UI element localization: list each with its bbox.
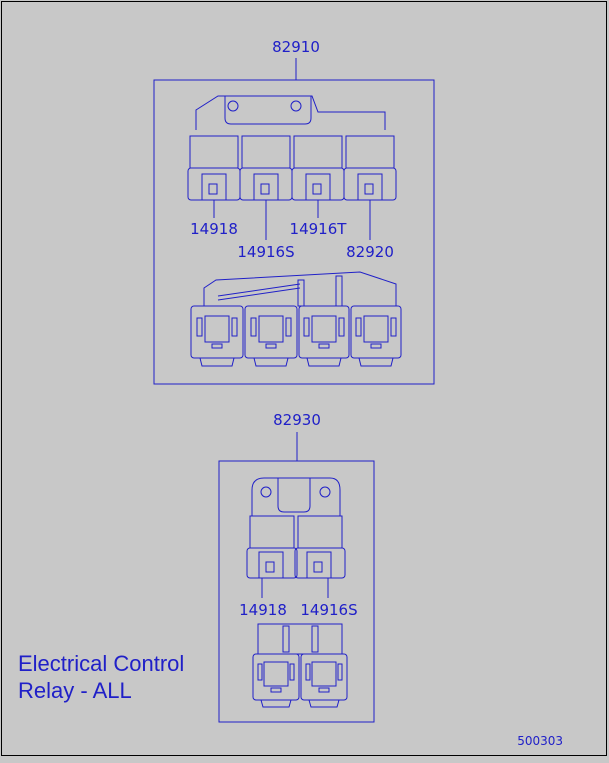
upper-relay-2 [239,135,293,201]
lower-socket-bracket [257,623,343,655]
upper-socket-3 [298,305,350,367]
upper-socket-4 [350,305,402,367]
diagram-title-line-2: Relay - ALL [18,678,132,703]
lower-socket-1 [252,653,300,708]
upper-callout-4: 82920 [346,243,394,261]
upper-assembly: 82910 [153,38,435,385]
upper-part-number: 82910 [272,38,320,56]
lower-callout-2: 14916S [300,601,357,619]
upper-box [153,79,435,385]
upper-socket-2 [244,305,298,367]
lower-relay-1 [246,515,298,579]
lower-part-number: 82930 [273,411,321,429]
lower-relay-2 [294,515,346,579]
upper-callout-1: 14918 [190,220,238,238]
upper-relay-1 [187,135,241,201]
lower-callout-1: 14918 [239,601,287,619]
upper-relay-3 [291,135,345,201]
upper-bracket [195,95,386,130]
upper-relay-4 [343,135,397,201]
upper-socket-bracket [203,271,397,306]
lower-assembly: 82930 14918 14916S [218,411,375,723]
lower-socket-2 [300,653,348,708]
upper-callout-3: 14916T [290,220,348,238]
lower-bracket [251,477,341,516]
diagram-title-line-1: Electrical Control [18,651,184,676]
lower-box [218,460,375,723]
upper-callout-2: 14916S [237,243,294,261]
figure-code: 500303 [517,734,563,748]
upper-socket-1 [190,305,244,367]
